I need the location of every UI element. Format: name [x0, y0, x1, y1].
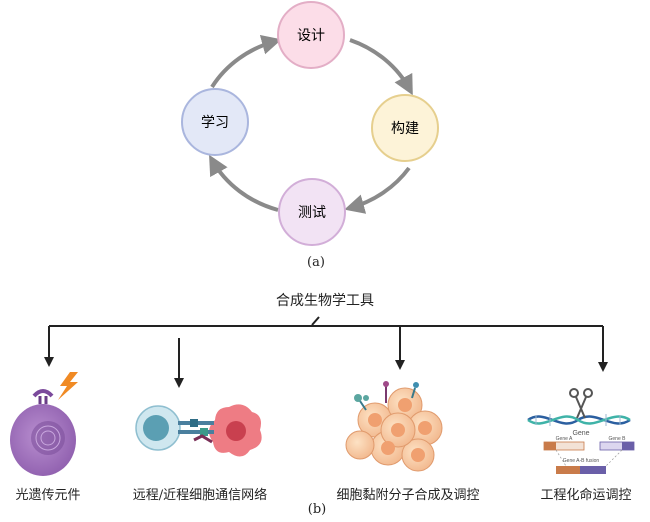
cell-cluster-icon: [345, 381, 443, 472]
photoreceptor-cell-icon: [10, 372, 78, 476]
panel-a-label: (a): [307, 255, 325, 270]
gene-b-label: Gene B: [609, 436, 627, 442]
node-test-circle: [278, 178, 346, 246]
panel-b-label: (b): [307, 502, 327, 517]
item-label-signaling: 远程/近程细胞通信网络: [132, 488, 268, 503]
node-learn-label: 学习: [201, 115, 229, 131]
cell-communication-icon: [135, 404, 262, 457]
root-tool-label: 合成生物学工具: [276, 293, 374, 309]
node-test: 测试: [278, 178, 346, 246]
light-bolt-icon: [58, 372, 78, 400]
arrow-learn-to-design: [210, 35, 282, 89]
node-design-label: 设计: [297, 28, 325, 44]
item-label-fate: 工程化命运调控: [540, 488, 632, 503]
arrow-design-to-build: [349, 38, 413, 96]
cycle-arrows: [209, 35, 413, 214]
root-tick: [311, 316, 320, 326]
node-test-label: 测试: [298, 205, 326, 221]
scissors-icon: [569, 388, 593, 419]
node-build-label: 构建: [391, 121, 419, 137]
arrow-test-to-learn: [209, 154, 279, 212]
gene-a-label: Gene A: [556, 436, 573, 442]
item-label-optogenetic: 光遗传元件: [15, 488, 81, 503]
fusion-label: Gene A-B fusion: [563, 458, 600, 464]
node-build-circle: [371, 94, 439, 162]
node-design: 设计: [277, 1, 345, 69]
node-learn: 学习: [181, 88, 249, 156]
tree-lines: [44, 316, 608, 388]
gene-editing-icon: Gene Gene A Gene B Gene A-B fusion: [527, 388, 635, 474]
item-label-adhesion: 细胞黏附分子合成及调控: [336, 488, 480, 503]
gene-label: Gene: [572, 430, 589, 437]
node-learn-circle: [181, 88, 249, 156]
node-design-circle: [277, 1, 345, 69]
arrow-build-to-test: [344, 166, 411, 214]
node-build: 构建: [371, 94, 439, 162]
